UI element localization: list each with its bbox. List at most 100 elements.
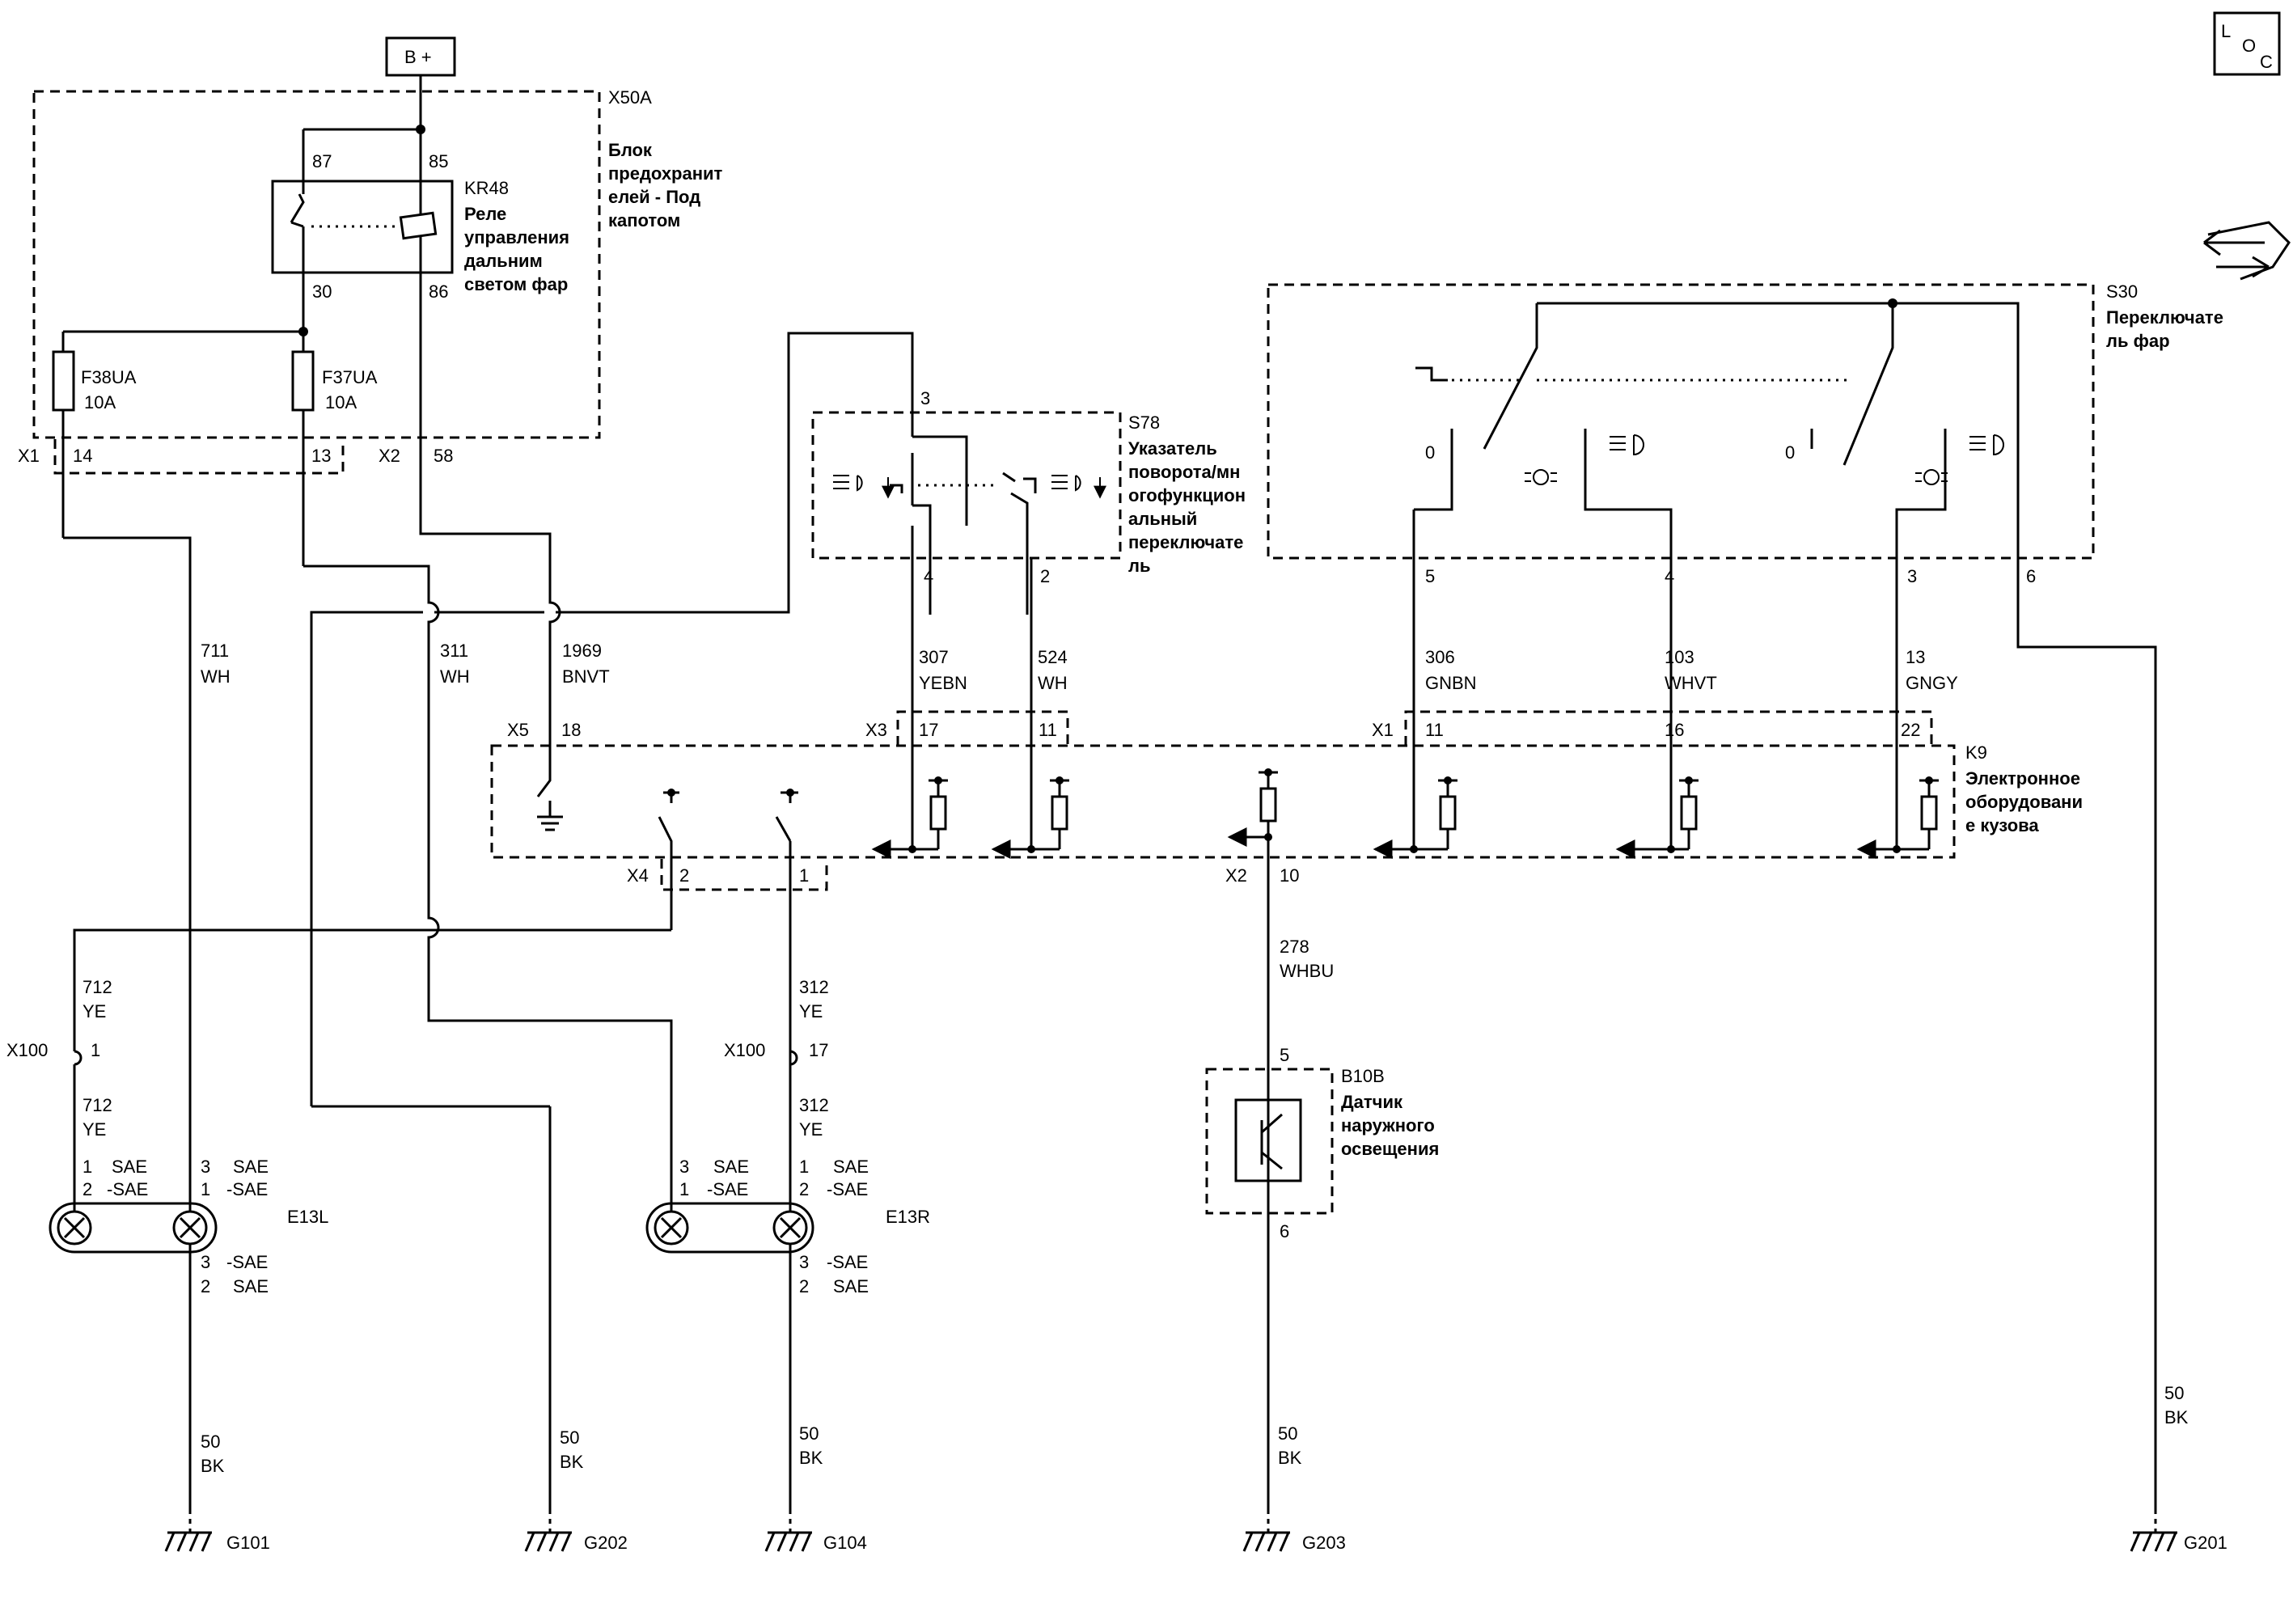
e13l-top-sig-4: -SAE [226, 1179, 268, 1199]
headlamp-system-icon [2203, 221, 2291, 281]
s30-parklamp-icon-right [1915, 469, 1948, 485]
wire-13-color: GNGY [1906, 673, 1958, 693]
x2-fuse-name: X2 [379, 446, 400, 466]
s30-parklamp-icon-left [1525, 469, 1557, 485]
k9-input-x1-16 [1615, 776, 1699, 859]
k9-switch-x4-2 [658, 791, 679, 1169]
e13l-bot-pin-1: 3 [201, 1252, 210, 1272]
wire-711-color: WH [201, 666, 231, 687]
e13r-bot-sig-2: SAE [833, 1276, 869, 1296]
k9-input-x1-11 [1373, 776, 1457, 859]
e13l-headlamp [49, 918, 218, 1512]
wire-712a-num: 712 [82, 977, 112, 997]
e13l-top-pin-3: 3 [201, 1157, 210, 1177]
kr48-name-2: управления [464, 227, 569, 247]
x50a-fuse-block [32, 90, 601, 439]
x100-left-name: X100 [6, 1040, 48, 1060]
k9-input-x3-11 [991, 776, 1069, 859]
wire-311-color: WH [440, 666, 470, 687]
ground-g101: G101 [164, 1480, 270, 1553]
battery-label: B + [404, 47, 432, 67]
s30-switch [1267, 283, 2095, 560]
x1-fuse-pin-13: 13 [311, 446, 331, 466]
ground-g201: G201 [2130, 1480, 2227, 1553]
e13l-top-pin-2: 2 [82, 1179, 92, 1199]
x1-k9-pin-11: 11 [1425, 720, 1444, 740]
kr48-id: KR48 [464, 178, 509, 198]
kr48-relay [271, 75, 454, 332]
x100-left-pin-1: 1 [91, 1040, 100, 1060]
wire-s78-feed [310, 332, 914, 1106]
gnd-g203-wire-num: 50 [1278, 1423, 1297, 1444]
wire-524-color: WH [1038, 673, 1068, 693]
wire-712 [73, 928, 671, 1043]
wire-712b-num: 712 [82, 1095, 112, 1115]
x1-fuse-pin-14: 14 [73, 446, 92, 466]
wire-307-color: YEBN [919, 673, 967, 693]
ground-g203: G203 [1242, 1480, 1346, 1553]
x50a-name-3: елей - Под [608, 187, 700, 207]
x50a-id: X50A [608, 87, 652, 108]
s30-highbeam-icon-left [1610, 434, 1644, 456]
x100-left-connector [73, 1043, 82, 1169]
e13r-top-pin-4: 2 [799, 1179, 809, 1199]
locator-icon: L O C [2213, 11, 2281, 76]
x2-k9-pin-10: 10 [1280, 865, 1299, 886]
wire-13-num: 13 [1906, 647, 1925, 667]
e13r-top-sig-4: -SAE [827, 1179, 868, 1199]
wire-312b-color: YE [799, 1119, 823, 1140]
x4-name: X4 [627, 865, 649, 886]
s30-pos-0-right: 0 [1785, 442, 1795, 463]
kr48-name-4: светом фар [464, 274, 568, 294]
s78-name-6: ль [1128, 556, 1151, 576]
wire-712b-color: YE [82, 1119, 106, 1140]
ground-g101-label: G101 [226, 1533, 270, 1553]
k9-bcm [490, 744, 1956, 859]
k9-switch-x4-1 [775, 791, 798, 842]
e13r-top-pin-2: 1 [679, 1179, 689, 1199]
b10b-pin-5: 5 [1280, 1045, 1289, 1065]
x3-pin-17: 17 [919, 720, 938, 740]
f38ua-id: F38UA [81, 367, 137, 387]
ground-g104: G104 [764, 1480, 867, 1553]
x3-connector [896, 710, 1069, 746]
e13r-headlamp [645, 1064, 814, 1512]
f37ua-id: F37UA [322, 367, 378, 387]
e13r-bot-pin-1: 3 [799, 1252, 809, 1272]
x4-connector [660, 859, 828, 891]
s78-highbeam-icon-left [833, 475, 895, 499]
wire-1969-color: BNVT [562, 666, 610, 687]
b10b-name-3: освещения [1341, 1139, 1439, 1159]
x1-k9-connector [1404, 710, 1933, 746]
gnd-g101-wire-num: 50 [201, 1432, 220, 1452]
s78-name-4: альный [1128, 509, 1197, 529]
x4-pin-1: 1 [799, 865, 809, 886]
ground-g202: G202 [524, 1480, 628, 1553]
locator-o: O [2242, 36, 2256, 56]
e13l-bot-sig-1: -SAE [226, 1252, 268, 1272]
x100-right-connector [789, 1043, 798, 1066]
k9-input-x1-22 [1856, 776, 1939, 859]
x50a-name-1: Блок [608, 140, 653, 160]
x50a-name-2: предохранит [608, 163, 723, 184]
wire-278-color: WHBU [1280, 961, 1334, 981]
wire-307-num: 307 [919, 647, 949, 667]
x4-pin-2: 2 [679, 865, 689, 886]
ground-g202-label: G202 [584, 1533, 628, 1553]
e13l-top-sig-3: SAE [233, 1157, 269, 1177]
s78-highbeam-icon-right [1051, 475, 1106, 499]
x3-pin-11: 11 [1039, 720, 1057, 740]
x100-right-pin-17: 17 [809, 1040, 828, 1060]
ground-g203-label: G203 [1302, 1533, 1346, 1553]
e13l-top-sig-1: SAE [112, 1157, 147, 1177]
x2-fuse-pin-58: 58 [434, 446, 453, 466]
s78-id: S78 [1128, 412, 1160, 433]
s30-id: S30 [2106, 281, 2138, 302]
x1-k9-name: X1 [1372, 720, 1394, 740]
e13l-bot-sig-2: SAE [233, 1276, 269, 1296]
s30-highbeam-icon-right [1969, 434, 2004, 456]
x1-fuse-connector [53, 439, 345, 475]
wire-306-num: 306 [1425, 647, 1455, 667]
e13l-bot-pin-2: 2 [201, 1276, 210, 1296]
